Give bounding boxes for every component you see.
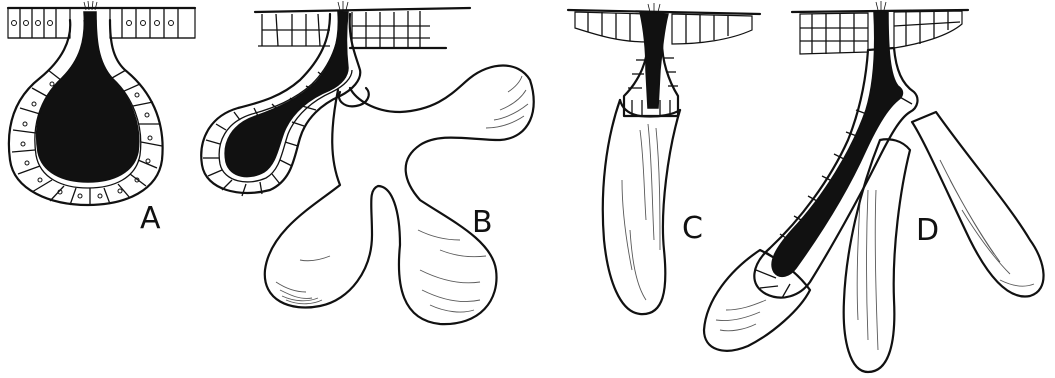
panel-c-tubule bbox=[603, 100, 680, 314]
panel-c-shading bbox=[622, 124, 660, 300]
panel-a-label: A bbox=[140, 201, 161, 236]
panel-b-surface-epithelium bbox=[255, 8, 470, 48]
panel-d-branch-right bbox=[912, 112, 1044, 297]
panel-a-surface-epithelium bbox=[8, 8, 195, 38]
panel-a: A bbox=[8, 1, 195, 236]
panel-c-label: C bbox=[682, 211, 703, 246]
panel-b-label: B bbox=[472, 205, 493, 240]
panel-d: D bbox=[704, 1, 1044, 372]
panel-b: B bbox=[201, 1, 534, 324]
panel-d-label: D bbox=[916, 213, 939, 248]
panel-b-lumen bbox=[225, 12, 348, 177]
panel-c: C bbox=[568, 3, 760, 314]
